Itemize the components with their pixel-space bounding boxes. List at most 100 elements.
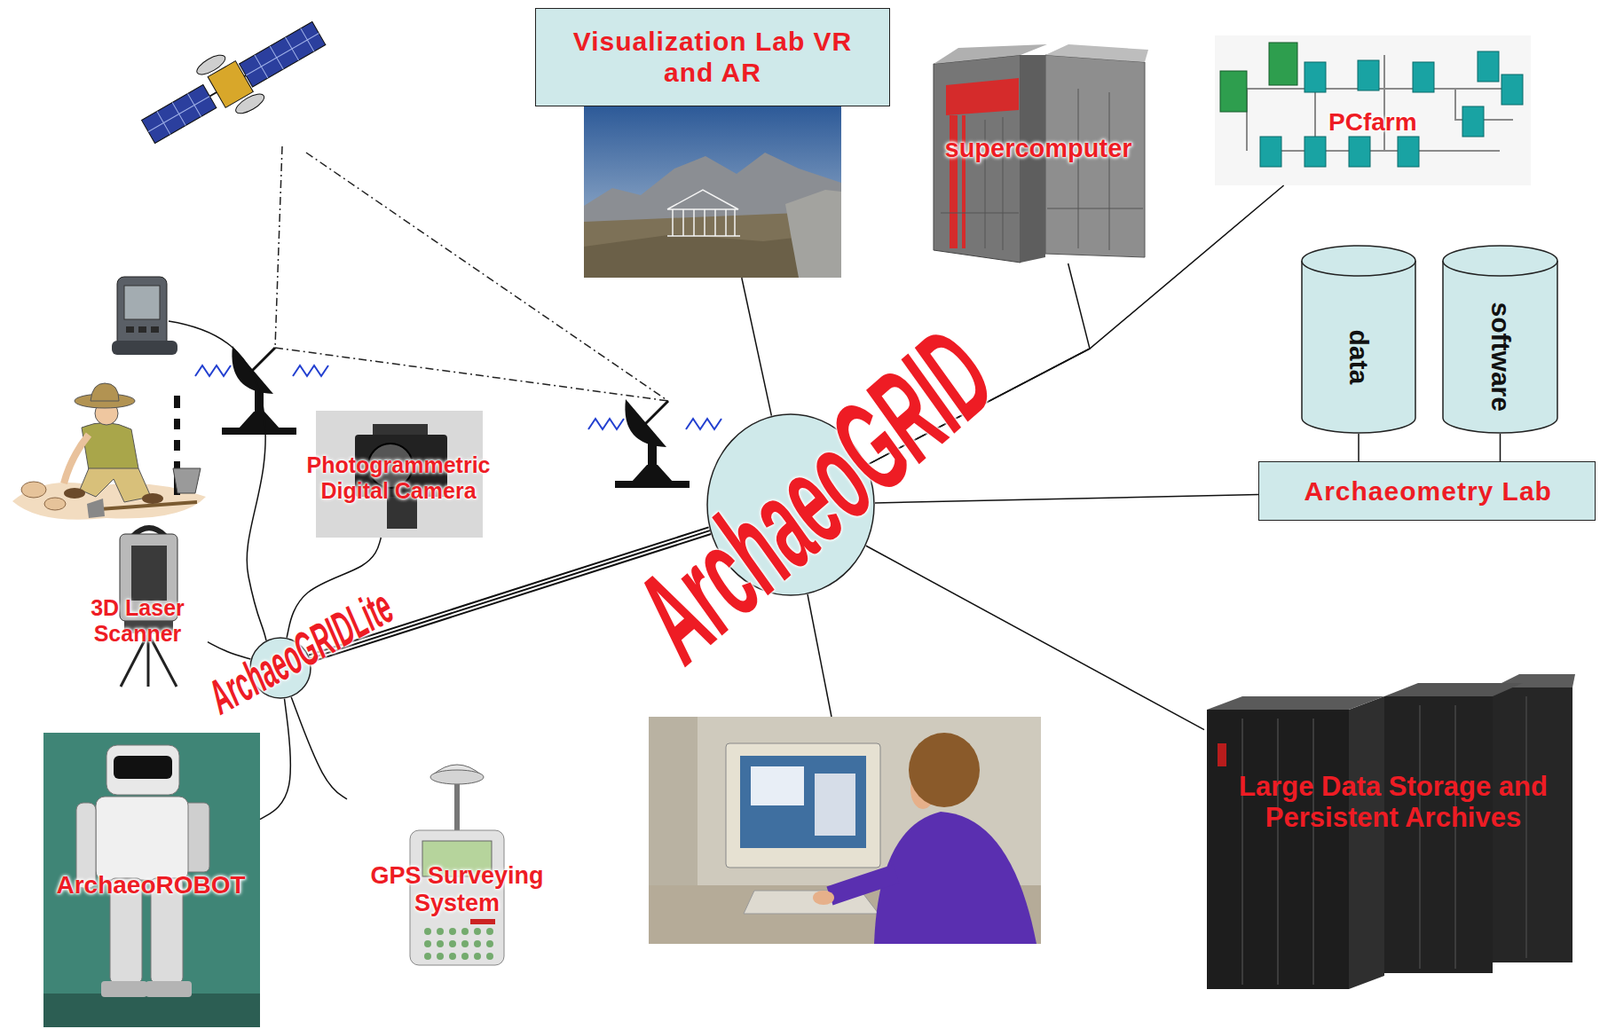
boot: [63, 488, 86, 499]
text-block: ArchaeoROBOT: [56, 871, 246, 900]
node-label: data: [1343, 329, 1375, 385]
arm: [63, 434, 89, 484]
survey-pole-mark: [173, 450, 181, 462]
cylinder-top: [1301, 245, 1416, 276]
pc: [1304, 136, 1326, 167]
node-label: Archaeometry Lab: [1304, 476, 1553, 508]
pottery: [44, 497, 66, 511]
pottery: [21, 481, 47, 498]
cylinder-body: [1301, 260, 1416, 434]
node-label: Photogrammetric Digital Camera: [278, 452, 519, 505]
robot-node: ArchaeoROBOT: [43, 733, 261, 1028]
connector-line: [866, 545, 1205, 730]
rack-badge: [1217, 743, 1227, 767]
hand: [812, 890, 835, 906]
server: [1220, 70, 1247, 112]
solar-panel: [141, 85, 217, 144]
gps-key: [436, 940, 444, 948]
text-block: GPS Surveying System: [350, 862, 564, 918]
node-label: Large Data Storage and Persistent Archiv…: [1220, 771, 1567, 835]
satellite-dish: [588, 399, 722, 489]
workstation-photo: [648, 717, 1041, 945]
rack-top: [1206, 696, 1385, 710]
text-block: data: [1343, 329, 1375, 385]
shovel-blade: [86, 498, 105, 519]
text-block: ArchaeoGRID: [606, 299, 1022, 690]
monitor-screen: [740, 756, 867, 849]
gps-keypad: [424, 928, 494, 961]
pda-wire: [168, 321, 267, 641]
gps-key: [436, 928, 444, 936]
boot: [141, 493, 164, 505]
grid-hub-circle: ArchaeoGRID: [706, 413, 875, 597]
radio-link: [275, 347, 669, 402]
gps-key: [449, 940, 457, 948]
shelf: [648, 717, 698, 886]
text-block: supercomputer: [945, 133, 1133, 164]
archaeologist-figure: [12, 383, 206, 521]
connector-path: [260, 699, 291, 820]
landscape-photo: [583, 106, 842, 278]
bucket: [173, 468, 201, 494]
pc: [1412, 62, 1435, 93]
lab-panel: Visualization Lab VR and AR: [535, 7, 891, 278]
gps-antenna: [430, 770, 484, 785]
connector-line: [1499, 433, 1501, 462]
screen-window: [750, 766, 804, 806]
temple-columns: [667, 209, 741, 237]
computer-node: PCfarm: [1214, 35, 1531, 186]
pc: [1304, 62, 1326, 93]
gps-key: [449, 953, 457, 961]
text-block: PCfarm: [1328, 108, 1418, 137]
rack-top: [1384, 683, 1523, 697]
connector-line: [1358, 433, 1360, 462]
robot-visor: [113, 756, 173, 780]
pc-farm-illustration: [1214, 35, 1531, 186]
virtual-temple: [667, 189, 741, 237]
cylinder-top: [1442, 245, 1558, 276]
node-label: supercomputer: [945, 133, 1133, 164]
robot-foot: [145, 981, 192, 998]
text-block: software: [1484, 301, 1516, 411]
cylinder-body: [1442, 260, 1558, 434]
network-line: [807, 594, 832, 718]
pda-key: [126, 326, 134, 333]
gps-key: [461, 940, 469, 948]
pda-key: [138, 326, 147, 333]
robot-foot: [101, 981, 148, 998]
archaeologist-shirt: [81, 422, 139, 474]
server: [1268, 42, 1298, 86]
hair: [908, 733, 980, 808]
person-arm: [829, 874, 897, 897]
node-label: software: [1484, 301, 1516, 411]
camera-top: [372, 424, 428, 437]
robot-torso: [95, 796, 189, 881]
node-label: GPS Surveying System: [350, 862, 564, 918]
computer-node: supercomputer: [930, 39, 1149, 264]
connector-line: [874, 495, 1259, 504]
satellite-antenna: [194, 51, 229, 79]
pc: [1462, 106, 1484, 137]
text-block: ArchaeoGRIDLite: [198, 579, 402, 726]
gps-key: [473, 940, 481, 948]
robot-photo: [43, 733, 261, 1028]
pda-key: [150, 326, 159, 333]
rack-lines: [1242, 696, 1527, 986]
monitor: [725, 743, 881, 868]
gps-key: [436, 953, 444, 961]
gps-key: [424, 928, 432, 936]
survey-pole-mark: [173, 429, 181, 441]
node-label: 3D Laser Scanner: [70, 595, 205, 647]
connector-path: [874, 495, 1259, 504]
gps-key: [486, 953, 494, 961]
gps-key: [461, 928, 469, 936]
gps-key: [473, 928, 481, 936]
pc-farm-ground: [1214, 35, 1531, 186]
satellite-antenna: [233, 90, 268, 118]
supercomputer-illustration: [933, 44, 1149, 263]
gps-pole: [454, 784, 460, 833]
gps-key: [473, 953, 481, 961]
satellite-dish: [195, 346, 329, 435]
pc: [1260, 136, 1282, 167]
